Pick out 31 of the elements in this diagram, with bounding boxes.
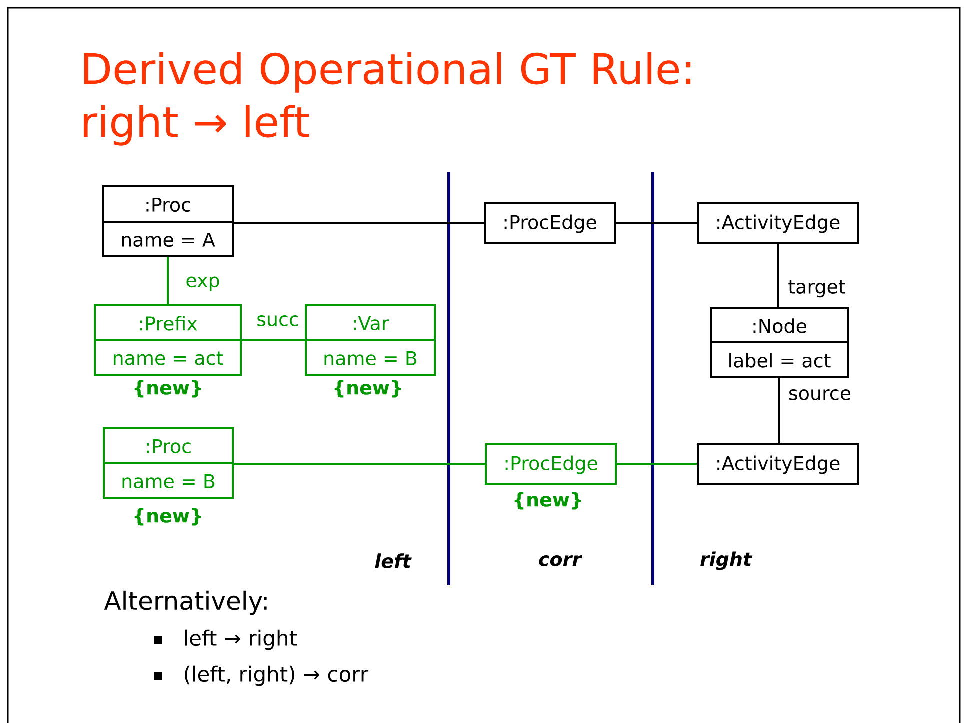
object-box: :Proc name = B	[103, 427, 234, 499]
connector-line	[777, 244, 779, 307]
heading-text: Alternatively:	[104, 590, 267, 616]
connector-line	[617, 463, 697, 465]
object-box: :ProcEdge	[484, 202, 616, 244]
connector-line	[234, 222, 484, 224]
column-label: corr	[539, 556, 583, 566]
new-tag: {new}	[334, 380, 402, 398]
edge-label: succ	[256, 314, 300, 328]
connector-line	[234, 463, 485, 465]
connector-line	[167, 257, 169, 304]
new-tag: {new}	[134, 508, 202, 526]
edge-label: target	[787, 279, 847, 299]
object-box: :ActivityEdge	[697, 202, 859, 244]
column-label: right	[700, 552, 753, 570]
object-box: :ActivityEdge	[697, 443, 859, 485]
object-box: :Prefix name = act	[94, 304, 242, 376]
bullet-text: (left, right) → corr	[185, 666, 369, 686]
object-box: :ProcEdge	[485, 443, 617, 485]
new-tag: {new}	[514, 492, 582, 510]
bullet-text: left → right	[185, 630, 297, 650]
connector-line	[778, 378, 780, 443]
object-box: :Proc name = A	[102, 185, 234, 257]
edge-label: exp	[184, 276, 222, 292]
title: Derived Operational GT Rule: right → left	[84, 52, 691, 146]
connector-line	[242, 339, 305, 341]
column-label: left	[375, 554, 412, 568]
object-box: :Var name = B	[305, 304, 436, 376]
connector-line	[616, 222, 697, 224]
edge-label: source	[787, 388, 853, 402]
new-tag: {new}	[134, 380, 202, 398]
